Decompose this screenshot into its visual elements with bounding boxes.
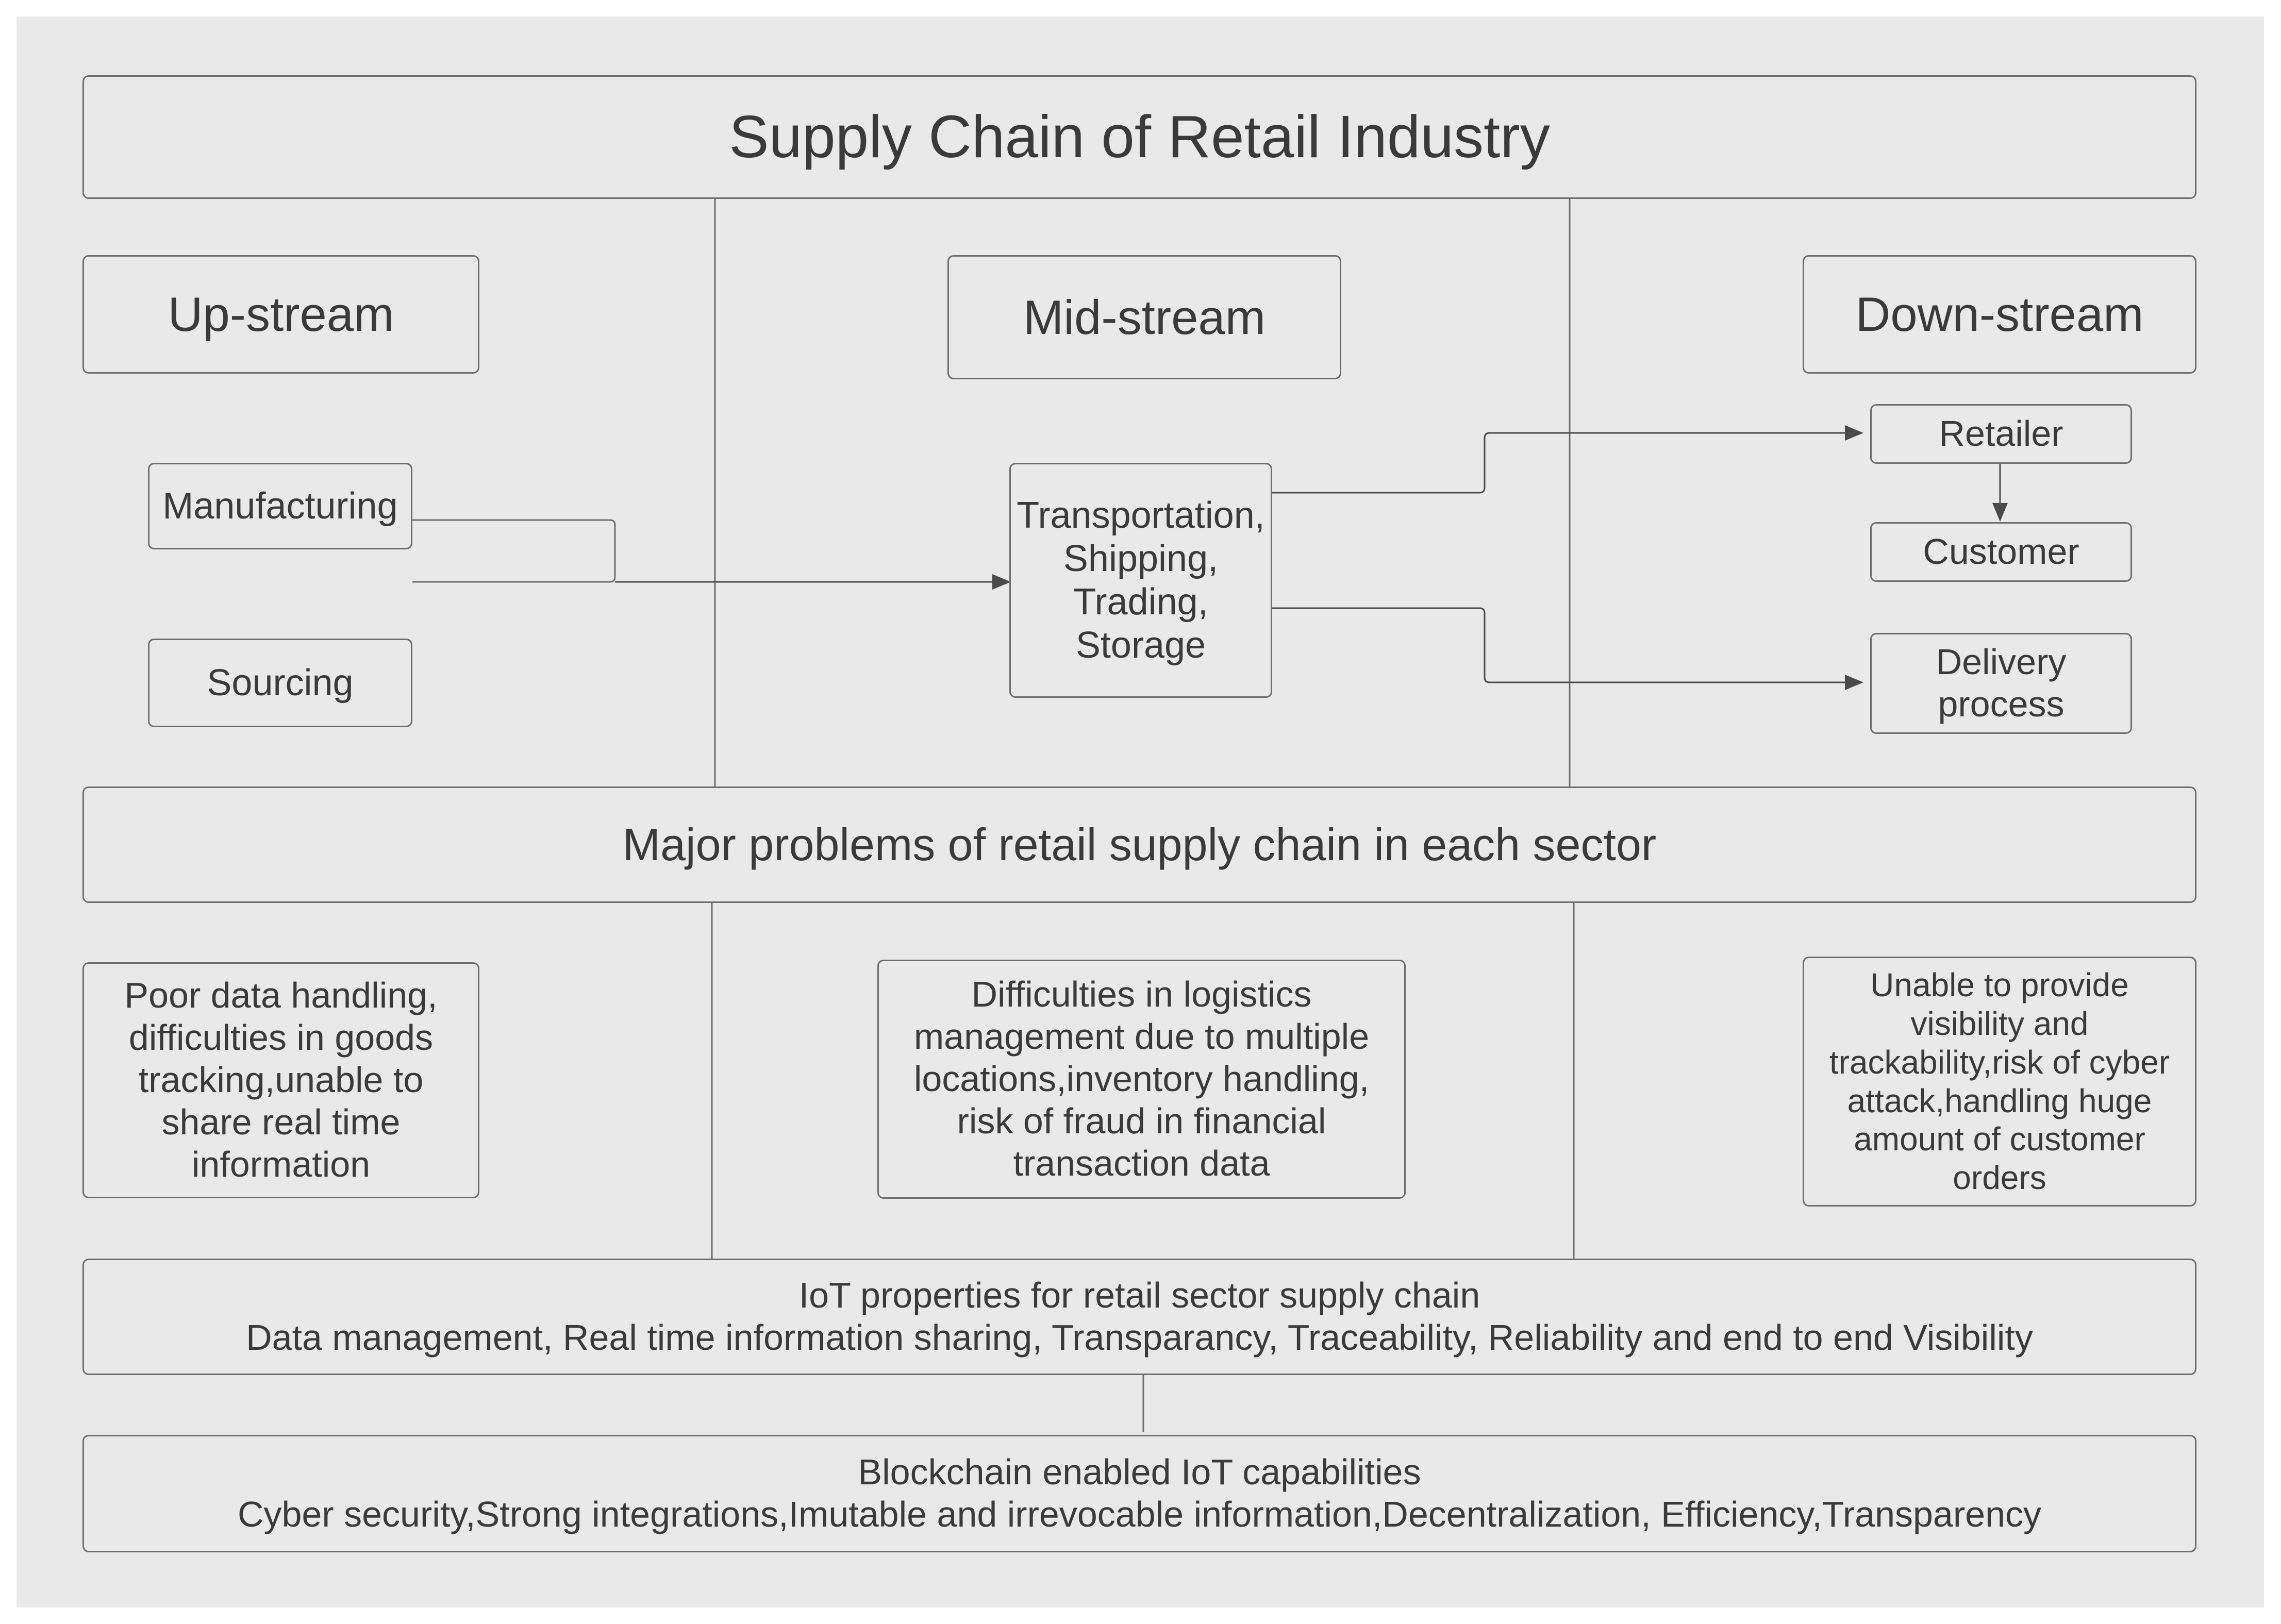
retailer-label: Retailer [1939, 413, 2063, 454]
manufacturing-node: Manufacturing [148, 463, 412, 549]
connector-lines [412, 199, 2008, 1432]
iot-properties-box: IoT properties for retail sector supply … [82, 1259, 2196, 1375]
manufacturing-connector [412, 519, 616, 583]
sourcing-label: Sourcing [207, 662, 354, 704]
midstream-problems-text: Difficulties in logistics management due… [913, 974, 1370, 1183]
midstream-problems: Difficulties in logistics management due… [877, 960, 1406, 1199]
midstream-node: Transportation, Shipping, Trading, Stora… [1009, 463, 1272, 698]
downstream-problems: Unable to provide visibility and trackab… [1803, 957, 2196, 1207]
title-box: Supply Chain of Retail Industry [82, 75, 2196, 199]
downstream-header: Down-stream [1803, 255, 2196, 374]
delivery-node: Delivery process [1870, 633, 2132, 734]
downstream-problems-text: Unable to provide visibility and trackab… [1829, 966, 2170, 1197]
upstream-problems: Poor data handling, difficulties in good… [82, 962, 479, 1198]
downstream-label: Down-stream [1855, 287, 2144, 342]
problems-header-label: Major problems of retail supply chain in… [622, 818, 1657, 870]
sourcing-node: Sourcing [148, 639, 412, 727]
midstream-activities-label: Transportation, Shipping, Trading, Stora… [1017, 494, 1265, 666]
upstream-problems-text: Poor data handling, difficulties in good… [124, 975, 438, 1184]
midstream-label: Mid-stream [1023, 290, 1266, 344]
problems-header-box: Major problems of retail supply chain in… [82, 786, 2196, 903]
diagram-title: Supply Chain of Retail Industry [729, 103, 1550, 171]
manufacturing-label: Manufacturing [162, 485, 398, 527]
delivery-label: Delivery process [1936, 642, 2067, 724]
upstream-label: Up-stream [168, 287, 394, 342]
upstream-header: Up-stream [82, 255, 479, 374]
midstream-to-delivery-arrow [1272, 607, 1863, 690]
customer-node: Customer [1870, 522, 2132, 582]
midstream-to-retailer-arrow [1272, 425, 1863, 494]
blockchain-body: Cyber security,Strong integrations,Imuta… [237, 1494, 2042, 1534]
diagram-canvas: Supply Chain of Retail Industry Up-strea… [16, 16, 2264, 1608]
blockchain-title: Blockchain enabled IoT capabilities [858, 1452, 1421, 1493]
customer-label: Customer [1923, 531, 2079, 572]
iot-body: Data management, Real time information s… [246, 1317, 2033, 1358]
blockchain-box: Blockchain enabled IoT capabilities Cybe… [82, 1435, 2196, 1552]
iot-title: IoT properties for retail sector supply … [798, 1275, 1480, 1316]
midstream-header: Mid-stream [947, 255, 1341, 379]
retailer-node: Retailer [1870, 404, 2132, 464]
